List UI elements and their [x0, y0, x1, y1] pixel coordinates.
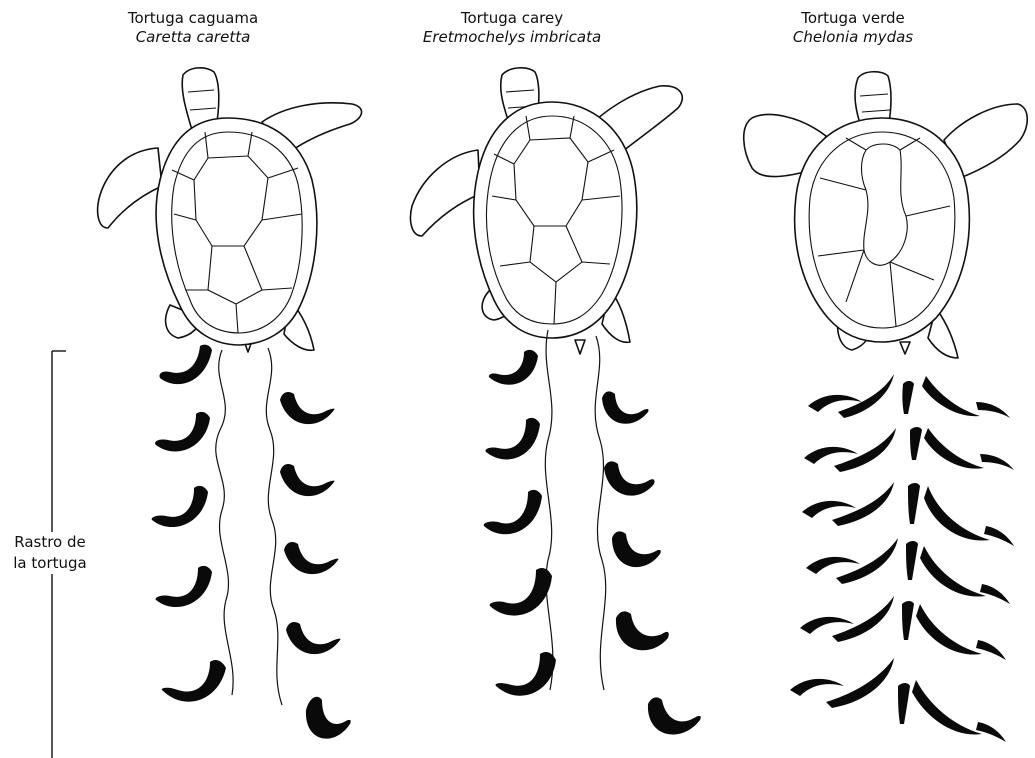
loggerhead-turtle-illustration	[98, 68, 362, 352]
green-turtle-illustration	[744, 72, 1028, 358]
loggerhead-front-left-flipper	[98, 148, 162, 228]
hawksbill-turtle-illustration	[410, 68, 682, 354]
loggerhead-track	[152, 345, 351, 739]
track-label: Rastro de la tortuga	[4, 532, 96, 574]
green-turtle-track	[790, 374, 1014, 742]
track-label-line1: Rastro de	[14, 533, 86, 551]
green-turtle-carapace	[795, 118, 970, 342]
hawksbill-front-left-flipper	[410, 150, 480, 236]
hawksbill-track	[484, 350, 701, 735]
track-label-line2: la tortuga	[13, 554, 86, 572]
